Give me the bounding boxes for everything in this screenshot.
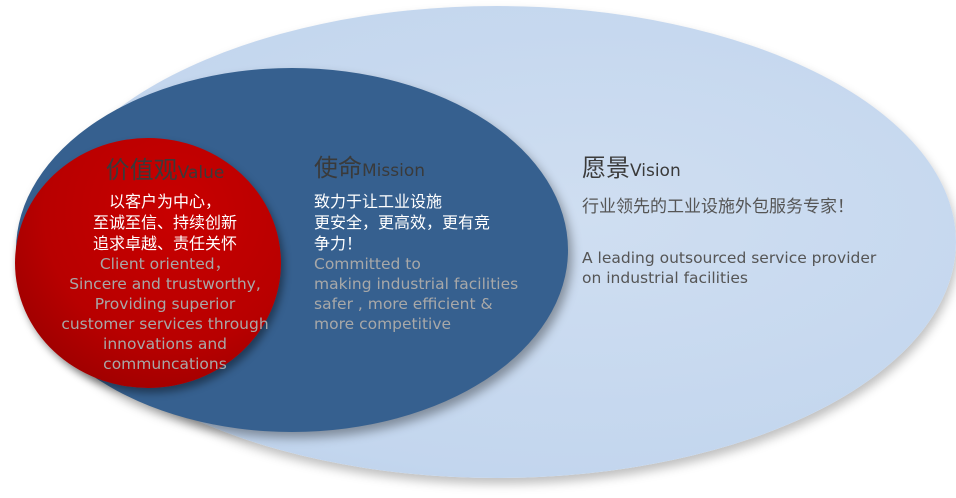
vision-text-en: A leading outsourced service provider on… <box>582 248 922 288</box>
vision-en-line: on industrial facilities <box>582 269 748 287</box>
vision-title-zh: 愿景 <box>582 154 630 182</box>
mission-text-en: Committed to making industrial facilitie… <box>314 254 554 334</box>
value-zh-line: 以客户为中心， <box>108 192 221 211</box>
value-text-en: Client oriented， Sincere and trustworthy… <box>40 254 290 374</box>
mission-block: 使命Mission 致力于让工业设施 更安全，更高效，更有竞 争力！ Commi… <box>314 148 554 334</box>
value-en-line: Sincere and trustworthy, <box>69 275 261 293</box>
value-title: 价值观Value <box>40 150 290 185</box>
value-ellipse <box>15 138 281 388</box>
value-text-zh: 以客户为中心， 至诚至信、持续创新 追求卓越、责任关怀 <box>40 191 290 254</box>
mission-zh-line: 更安全，更高效，更有竞 <box>314 213 491 232</box>
vision-title: 愿景Vision <box>582 148 922 183</box>
value-block: 价值观Value 以客户为中心， 至诚至信、持续创新 追求卓越、责任关怀 Cli… <box>40 150 290 374</box>
mission-title-zh: 使命 <box>314 154 362 182</box>
mission-en-line: Committed to <box>314 255 421 273</box>
mission-title: 使命Mission <box>314 148 554 183</box>
value-en-line: Client oriented， <box>99 255 231 273</box>
value-en-line: innovations and <box>103 335 227 353</box>
value-en-line: customer services through <box>61 315 269 333</box>
vision-en-line: A leading outsourced service provider <box>582 249 877 267</box>
mission-title-en: Mission <box>362 161 426 181</box>
value-zh-line: 追求卓越、责任关怀 <box>92 234 237 253</box>
mission-en-line: more competitive <box>314 315 452 333</box>
mission-zh-line: 致力于让工业设施 <box>314 192 443 211</box>
vision-title-en: Vision <box>630 161 681 181</box>
value-en-line: Providing superior <box>94 295 236 313</box>
mission-zh-line: 争力！ <box>314 234 363 253</box>
value-zh-line: 至诚至信、持续创新 <box>92 213 237 232</box>
vision-block: 愿景Vision 行业领先的工业设施外包服务专家！ A leading outs… <box>582 148 922 288</box>
mission-en-line: making industrial facilities <box>314 275 519 293</box>
value-title-zh: 价值观 <box>105 156 178 184</box>
mission-en-line: safer , more efficient & <box>314 295 493 313</box>
value-title-en: Value <box>177 163 225 183</box>
value-en-line: communcations <box>103 355 227 373</box>
mission-text-zh: 致力于让工业设施 更安全，更高效，更有竞 争力！ <box>314 191 554 254</box>
vision-text-zh: 行业领先的工业设施外包服务专家！ <box>582 197 854 217</box>
